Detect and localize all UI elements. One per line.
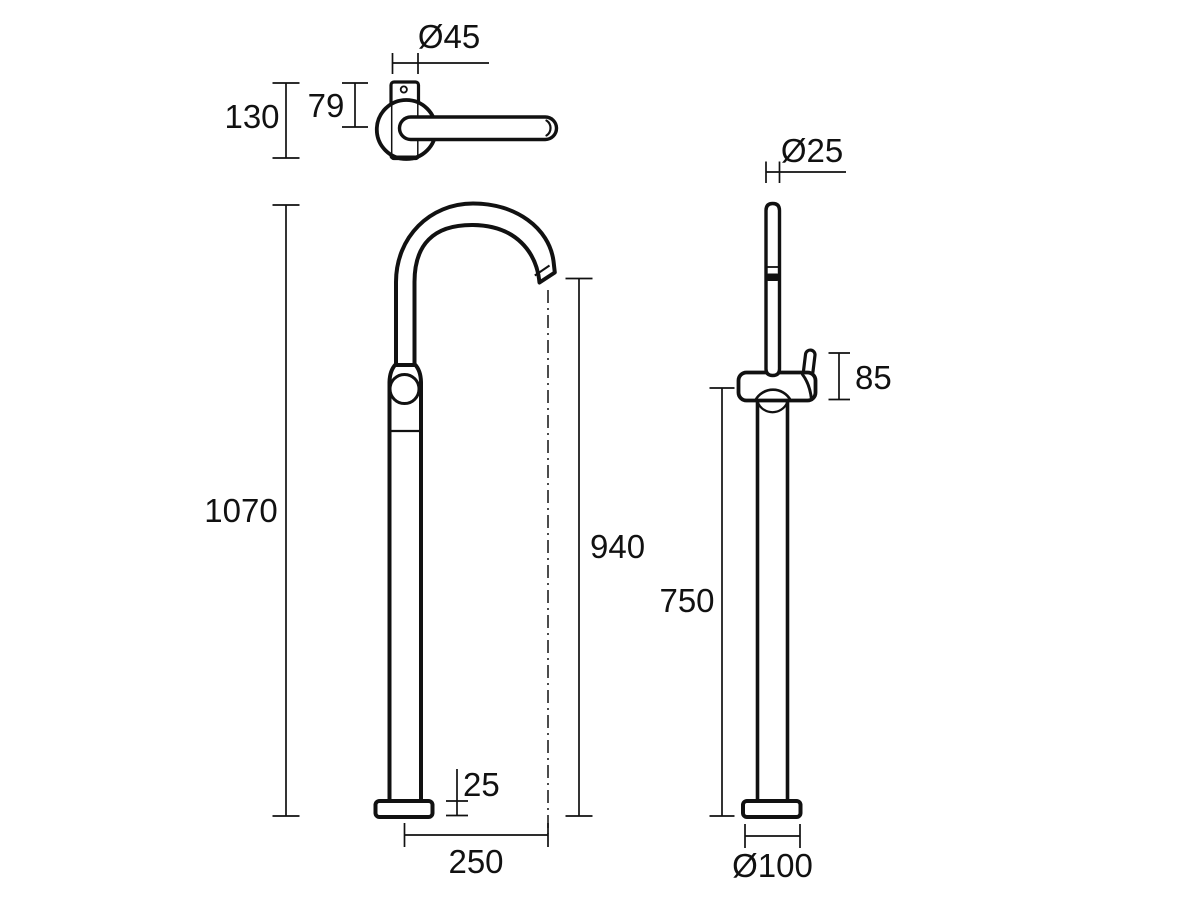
- side-view: Ø25 85 750 Ø100: [659, 132, 891, 884]
- dim-plate-to-handle: 79: [308, 82, 368, 128]
- dim-label-plate-to-handle: 79: [308, 87, 345, 124]
- ball-joint-dome-arc: [754, 388, 792, 402]
- base-flange-front: [373, 799, 435, 819]
- handle-base-edge: [801, 373, 813, 401]
- front-view: 1070 940 25 250: [204, 201, 645, 880]
- dim-label-base-plate-height: 25: [463, 766, 500, 803]
- dim-label-spout-tube-diameter: Ø25: [781, 132, 843, 169]
- dim-label-overall-height: 1070: [204, 492, 277, 529]
- base-flange-side: [741, 799, 803, 819]
- swivel-ball-joint: [388, 373, 421, 405]
- tube-joint-band: [766, 273, 779, 281]
- dim-body-mount-height: 750: [659, 387, 735, 817]
- dim-base-plate-height: 25: [446, 766, 500, 817]
- handle-tip-cap-line: [545, 119, 552, 137]
- gooseneck-spout-outline: [394, 201, 557, 367]
- dim-label-plate-width: Ø45: [418, 18, 480, 55]
- dim-label-handle-body-height: 85: [855, 359, 892, 396]
- spout-tube-side: [764, 201, 782, 378]
- top-view: Ø45 130 79: [224, 18, 559, 161]
- dim-handle-body-height: 85: [828, 352, 892, 401]
- dim-label-spout-outlet-height: 940: [590, 528, 645, 565]
- dim-plate-width: Ø45: [391, 18, 489, 74]
- dim-overall-height: 1070: [204, 204, 300, 817]
- ball-joint-lower-arc: [756, 401, 789, 414]
- lever-handle-plan: [397, 115, 559, 142]
- dim-overall-depth: 130: [224, 82, 300, 159]
- dim-label-spout-reach: 250: [448, 843, 503, 880]
- dim-spout-tube-diameter: Ø25: [765, 132, 846, 183]
- column-right-wall: [412, 362, 423, 803]
- dim-spout-outlet-height: 940: [565, 277, 645, 817]
- spout-aerator-line: [534, 264, 551, 277]
- dim-label-base-plate-diameter: Ø100: [732, 847, 813, 884]
- dim-spout-reach: 250: [403, 823, 549, 880]
- dim-label-body-mount-height: 750: [659, 582, 714, 619]
- column-left-wall: [387, 362, 398, 803]
- dim-label-overall-depth: 130: [224, 98, 279, 135]
- screw-hole: [399, 85, 408, 94]
- dim-base-plate-diameter: Ø100: [732, 824, 813, 884]
